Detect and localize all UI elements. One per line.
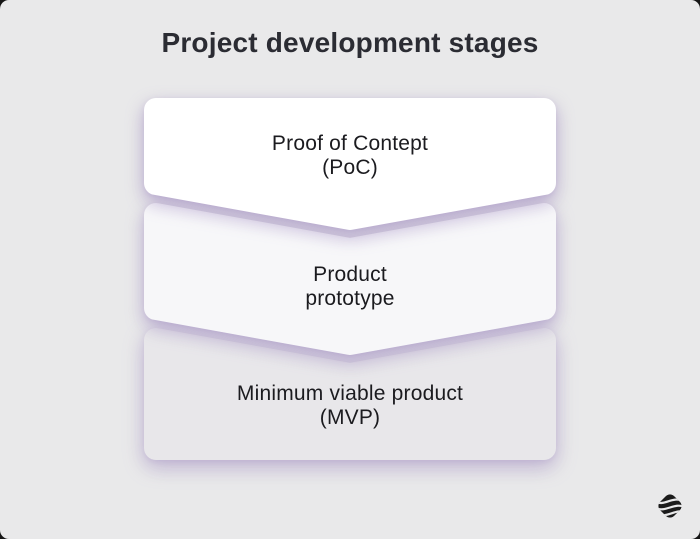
stage-label-line: (MVP) (319, 406, 381, 429)
stage-card-shape (144, 328, 556, 460)
stage-card-product-prototype (144, 203, 556, 355)
stage-label-line: Minimum viable product (236, 382, 464, 405)
stage-label-line: prototype (305, 287, 395, 310)
stage-label-product-prototype: Product prototype (144, 230, 556, 344)
swirl-sphere-brand-logo-icon (655, 494, 685, 518)
stage-label-line: (PoC) (322, 156, 378, 179)
page-title: Project development stages (161, 27, 539, 58)
stage-label-proof-of-concept: Proof of Contept (PoC) (144, 98, 556, 214)
stage-card-minimum-viable-product (144, 328, 556, 460)
stage-label-line: Product (313, 263, 387, 286)
stage-label-minimum-viable-product: Minimum viable product (MVP) (144, 350, 556, 462)
stage-label-line: Proof of Contept (271, 132, 429, 155)
stage-card-proof-of-concept (144, 98, 556, 230)
stage-card-shape (144, 203, 556, 355)
stage-card-shape (144, 98, 556, 230)
